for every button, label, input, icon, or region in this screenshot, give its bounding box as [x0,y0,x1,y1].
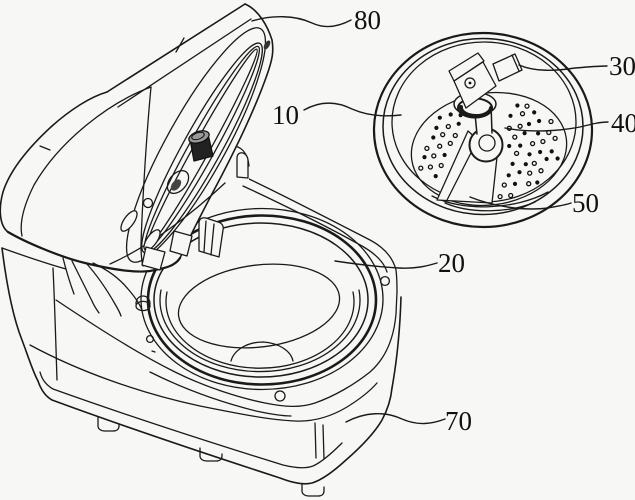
svg-text:50: 50 [572,188,599,218]
svg-text:70: 70 [445,406,472,436]
svg-text:80: 80 [354,5,381,35]
svg-text:40: 40 [611,108,635,138]
svg-text:20: 20 [438,248,465,278]
svg-text:30: 30 [609,51,635,81]
svg-text:10: 10 [272,100,299,130]
